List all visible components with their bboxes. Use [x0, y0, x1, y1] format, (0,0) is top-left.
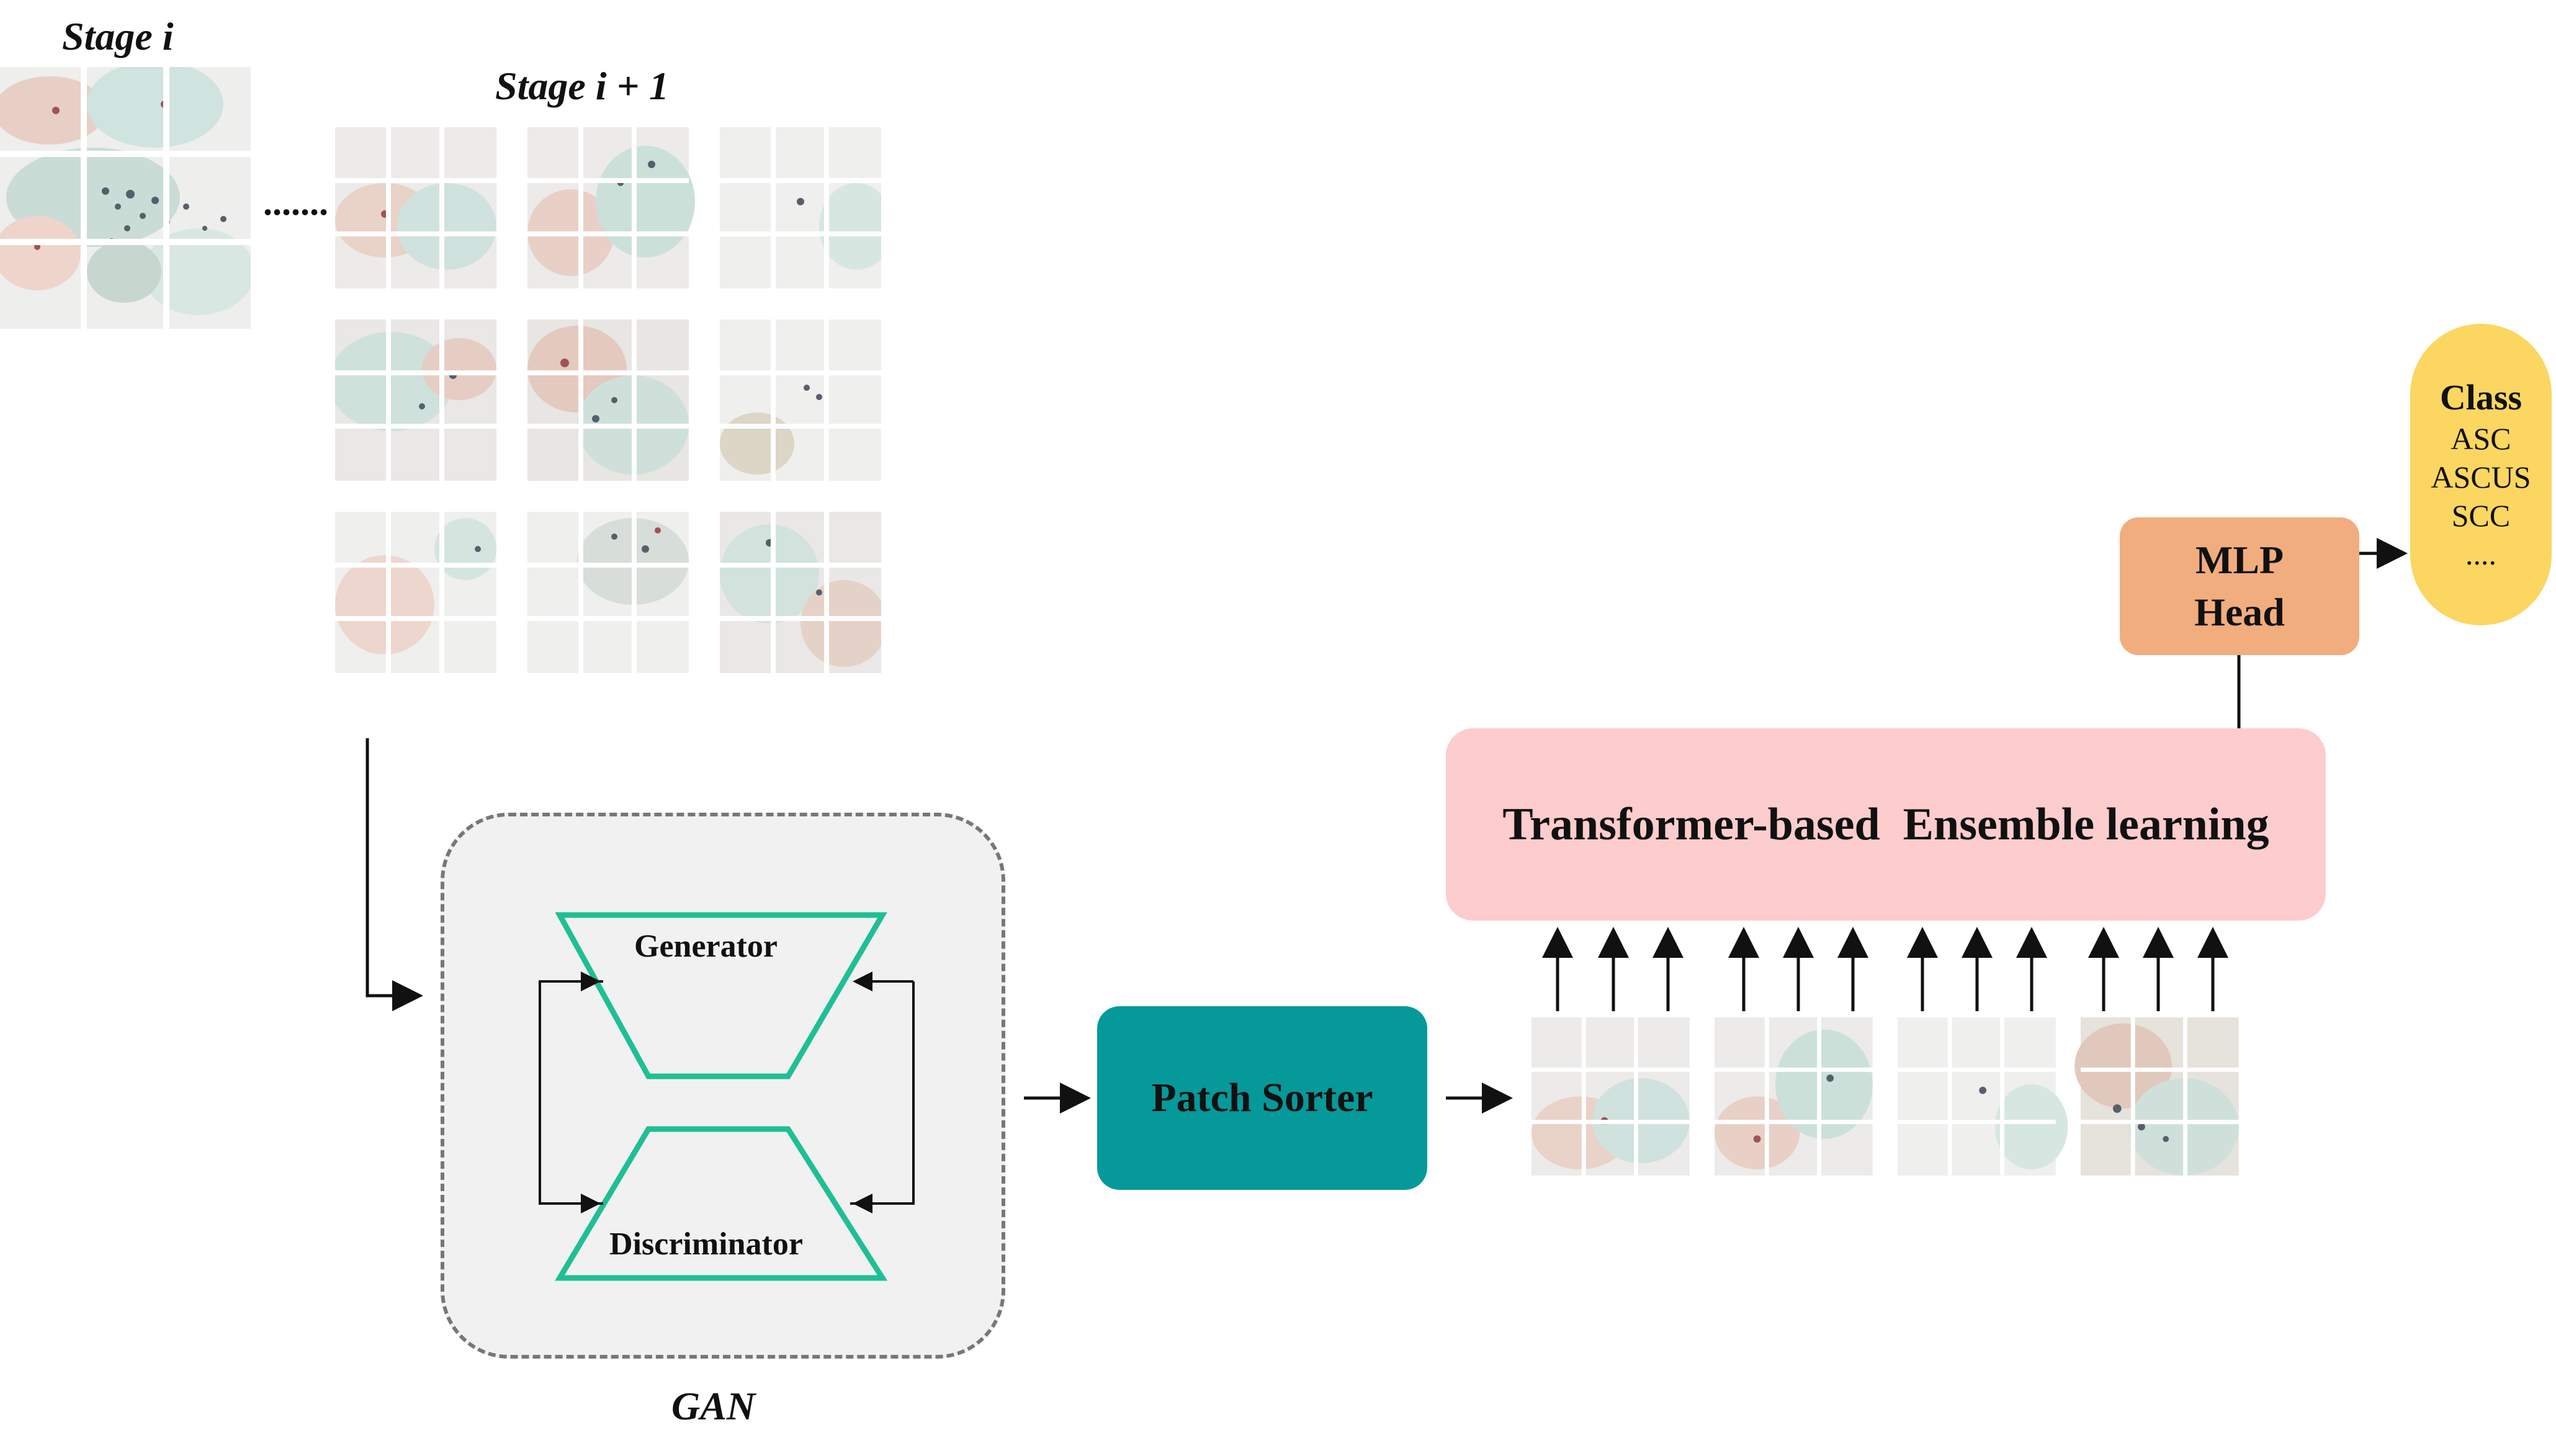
stage-i-label: Stage i: [62, 14, 174, 58]
class-title: Class: [2439, 377, 2522, 418]
discriminator-label: Discriminator: [609, 1226, 803, 1262]
stage-i-plus-1-patch-groups: [335, 127, 881, 673]
mlp-label-line1: MLP: [2195, 538, 2284, 582]
class-item: ASCUS: [2431, 460, 2531, 494]
class-item: ....: [2465, 537, 2496, 571]
class-item: ASC: [2451, 421, 2511, 456]
stage-i-plus-1-label: Stage i + 1: [495, 64, 670, 108]
transformer-ensemble-box: Transformer-based Ensemble learning: [1446, 728, 2326, 921]
mlp-label-line2: Head: [2194, 590, 2285, 634]
generator-trapezoid: [555, 912, 887, 1079]
class-output-box: Class ASC ASCUS SCC ....: [2410, 324, 2552, 625]
generator-label: Generator: [634, 929, 778, 964]
sorted-patch-groups: [1531, 1017, 2239, 1179]
ellipsis-dots: .......: [263, 182, 328, 223]
gan-label: GAN: [671, 1384, 756, 1428]
stage-i-patch-grid: [0, 67, 251, 329]
gan-container: [441, 813, 1005, 1359]
transformer-label: Transformer-based Ensemble learning: [1502, 798, 2269, 850]
gan-structure: [539, 912, 915, 1281]
class-item: SCC: [2451, 498, 2511, 533]
mlp-head-box: MLP Head: [2120, 517, 2359, 655]
patch-sorter-label: Patch Sorter: [1151, 1075, 1373, 1120]
discriminator-trapezoid: [555, 1126, 888, 1281]
patch-sorter-box: Patch Sorter: [1097, 1006, 1427, 1190]
